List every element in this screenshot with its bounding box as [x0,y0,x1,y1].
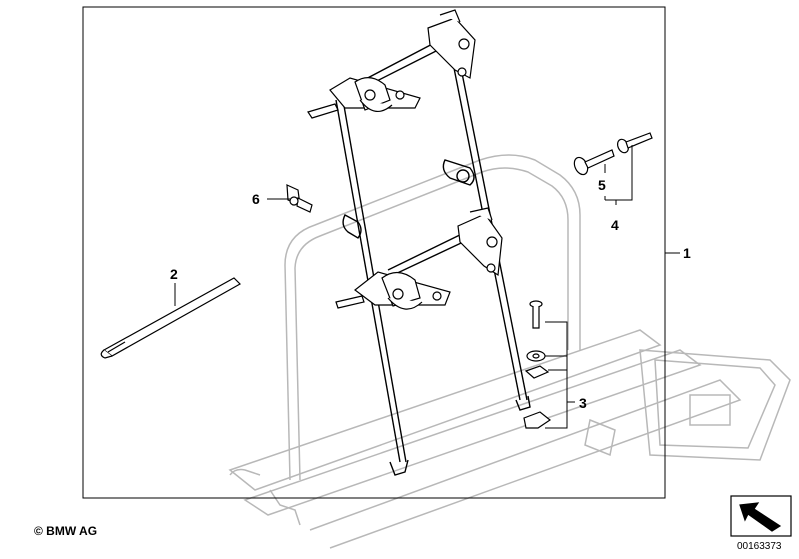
leader-lines [174,145,680,429]
callout-1: 1 [683,245,691,261]
clamp-upper-left [307,77,421,119]
orientation-arrow-icon [730,495,792,537]
part-number: 00163373 [737,541,782,552]
bracket-set-part [523,300,552,429]
callout-2: 2 [170,266,178,282]
copyright-text: © BMW AG [34,524,98,538]
callout-5: 5 [598,177,606,193]
carrier-frame-ghost [228,154,791,549]
knob-part [286,184,313,213]
clamp-upper-right [427,9,476,79]
callout-6: 6 [252,191,260,207]
callout-4: 4 [611,217,619,233]
strap-part [100,277,241,359]
clamp-lower-left [335,271,451,310]
bolt-set-part [573,132,653,176]
clamp-lower-right [457,207,503,277]
callout-3: 3 [579,395,587,411]
